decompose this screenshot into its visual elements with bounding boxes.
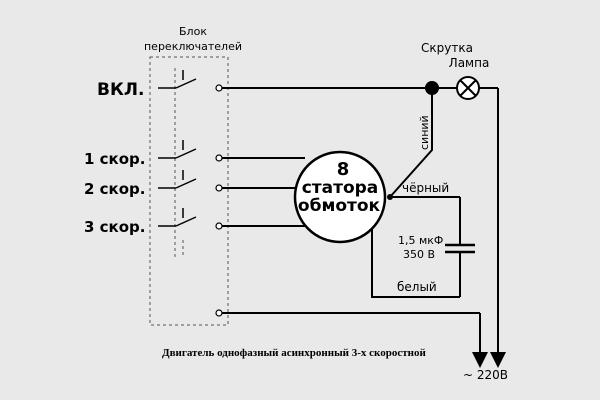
supply-label: ~ 220В	[463, 368, 508, 382]
switch-label-speed2: 2 скор.	[84, 180, 145, 198]
wire-white-label: белый	[397, 280, 437, 294]
twist-label: Скрутка	[421, 41, 473, 55]
wire-blue-label: синий	[418, 115, 431, 150]
lamp-label: Лампа	[449, 56, 490, 70]
wire-black-label: чёрный	[402, 181, 449, 195]
capacitor-symbol	[445, 243, 475, 254]
switch-label-speed1: 1 скор.	[84, 150, 145, 168]
motor-stator	[293, 150, 387, 244]
switch-block-frame	[149, 56, 229, 326]
switch-block-title-line2: переключателей	[144, 40, 242, 53]
switch-label-on: ВКЛ.	[97, 80, 144, 100]
switch-bottom-terminal	[215, 309, 223, 317]
switch-on	[158, 70, 223, 92]
lamp-icon	[456, 76, 480, 100]
capacitor-voltage: 350 В	[403, 248, 435, 261]
motor-label-line1: 8	[337, 159, 350, 180]
wire-blue	[389, 88, 433, 198]
switch-speed3	[158, 208, 223, 230]
switch-speed1	[158, 140, 223, 162]
wire-white	[371, 228, 460, 298]
motor-label-line3: обмоток	[298, 196, 381, 216]
switch-label-speed3: 3 скор.	[84, 218, 145, 236]
switch-block-title-line1: Блок	[179, 25, 207, 38]
switch-speed2	[158, 170, 223, 192]
motor-label-line2: статора	[302, 178, 379, 198]
diagram-caption: Двигатель однофазный асинхронный 3-х ско…	[162, 347, 426, 359]
capacitor-capacitance: 1,5 мкФ	[398, 234, 443, 247]
